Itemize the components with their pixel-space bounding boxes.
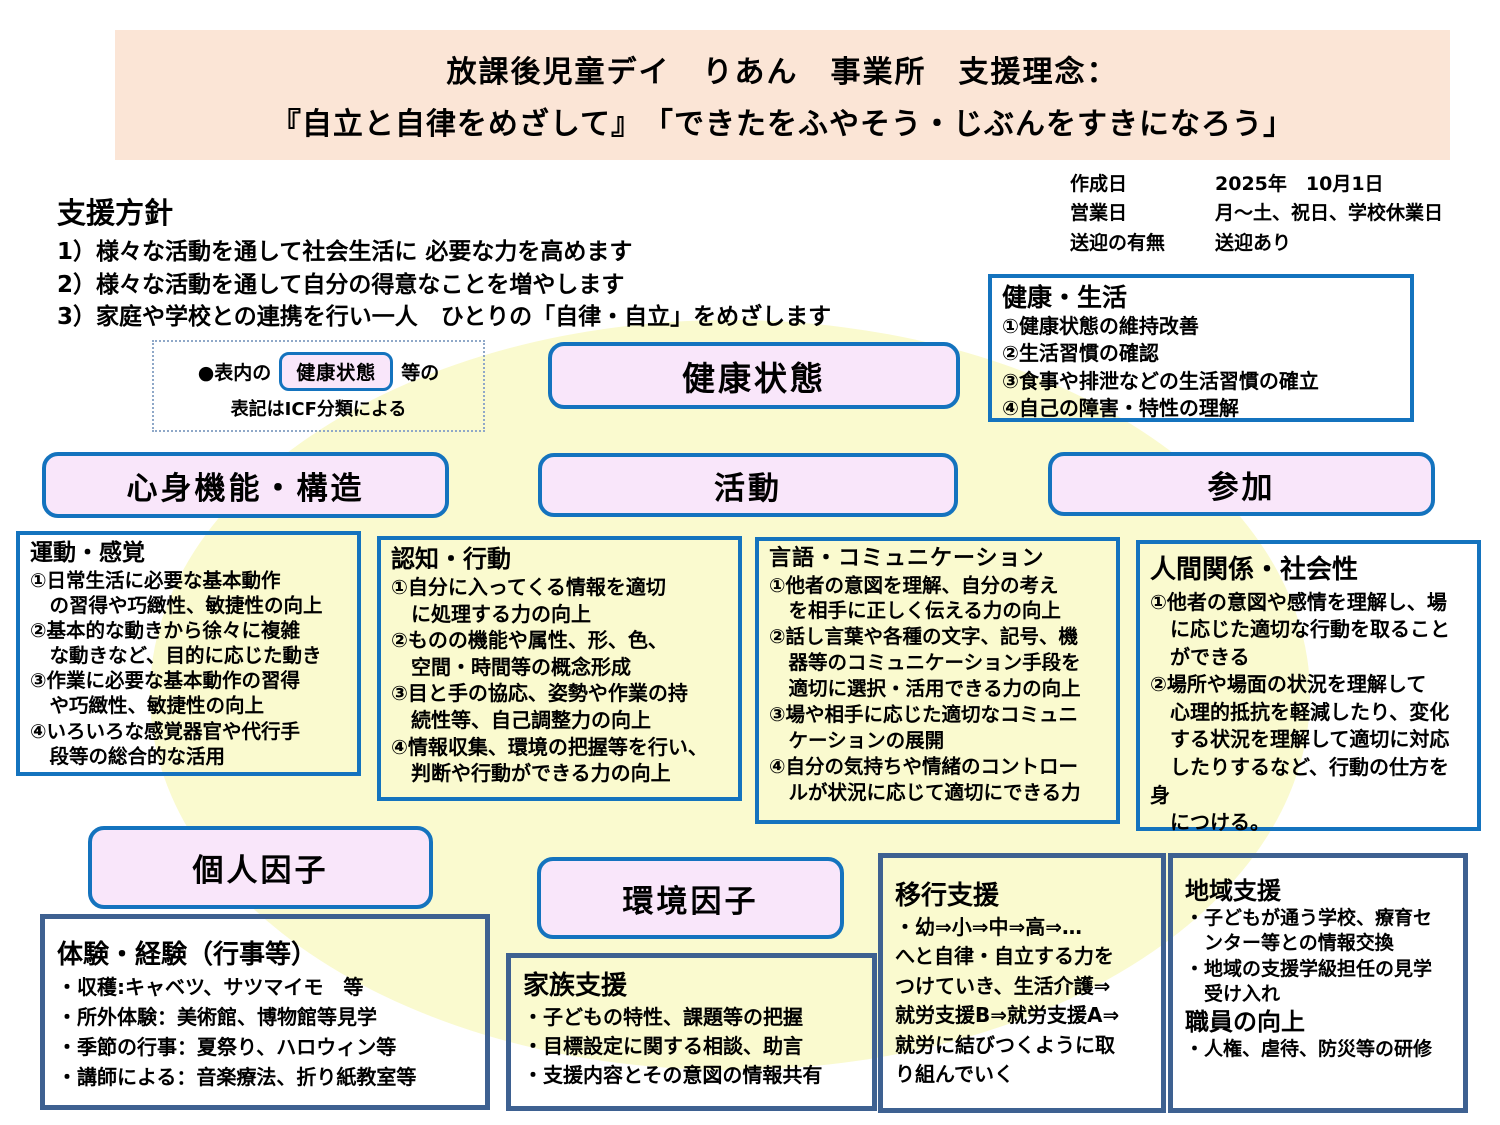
label-box-body-function: 心身機能・構造 [42,452,449,518]
language-communication-title: 言語・コミュニケーション [769,546,1045,571]
cognition-behavior-items: ①自分に入ってくる情報を適切 に処理する力の向上 ②ものの機能や属性、形、色、 … [391,575,708,786]
family-support-box: 家族支援 ・子どもの特性、課題等の把握 ・目標設定に関する相談、助言 ・支援内容… [506,953,877,1111]
community-support-items: ・子どもが通う学校、療育セ ンター等との情報交換 ・地域の支援学級担任の見学 受… [1185,907,1433,1005]
icf-note-prefix: ●表内の [197,361,272,384]
staff-improvement-items: ・人権、虐待、防災等の研修 [1185,1038,1433,1061]
support-policy-item-2: 2）様々な活動を通して自分の得意なことを増やします [57,271,625,298]
icf-note-line2: 表記はICF分類による [230,398,407,420]
family-support-items: ・子どもの特性、課題等の把握 ・目標設定に関する相談、助言 ・支援内容とその意図… [523,1004,823,1087]
transition-support-items: ・幼⇒小⇒中⇒高⇒… へと自律・自立する力を つけていき、生活介護⇒ 就労支援B… [895,914,1120,1087]
support-policy-section: 支援方針 1）様々な活動を通して社会生活に 必要な力を高めます 2）様々な活動を… [57,190,937,334]
family-support-title: 家族支援 [523,971,628,1001]
health-life-box: 健康・生活 ①健康状態の維持改善 ②生活習慣の確認 ③食事や排泄などの生活習慣の… [988,274,1414,422]
meta-row-business-days: 営業日 月～土、祝日、学校休業日 [1070,199,1490,228]
icf-note-box: ●表内の 健康状態 等の 表記はICF分類による [152,340,485,432]
health-life-title: 健康・生活 [1002,283,1128,312]
banner-title-line2: 『自立と自律をめざして』 「できたをふやそう・じぶんをすきになろう」 [270,107,1295,142]
label-box-participation: 参加 [1048,452,1435,516]
meta-value-created: 2025年 10月1日 [1215,173,1384,195]
health-life-items: ①健康状態の維持改善 ②生活習慣の確認 ③食事や排泄などの生活習慣の確立 ④自己… [1002,314,1319,420]
document-meta: 作成日 2025年 10月1日 営業日 月～土、祝日、学校休業日 送迎の有無 送… [1070,170,1490,258]
experience-events-box: 体験・経験（行事等） ・収穫:キャベツ、サツマイモ 等 ・所外体験：美術館、博物… [40,914,490,1110]
language-communication-box: 言語・コミュニケーション ①他者の意図を理解、自分の考え を相手に正しく伝える力… [755,537,1120,824]
health-state-pill: 健康状態 [279,351,394,391]
icf-note-suffix: 等の [401,361,440,384]
meta-value-pickup: 送迎あり [1215,231,1292,254]
human-relations-items: ①他者の意図や感情を理解し、場 に応じた適切な行動を取ること ができる ②場所や… [1150,589,1450,835]
community-support-box: 地域支援 ・子どもが通う学校、療育セ ンター等との情報交換 ・地域の支援学級担任… [1168,853,1468,1113]
meta-label-business-days: 営業日 [1070,202,1128,225]
label-box-activity: 活動 [538,453,958,517]
meta-row-pickup: 送迎の有無 送迎あり [1070,229,1490,258]
language-communication-items: ①他者の意図を理解、自分の考え を相手に正しく伝える力の向上 ②話し言葉や各種の… [769,573,1081,804]
support-policy-item-1: 1）様々な活動を通して社会生活に 必要な力を高めます [57,239,633,265]
transition-support-box: 移行支援 ・幼⇒小⇒中⇒高⇒… へと自律・自立する力を つけていき、生活介護⇒ … [878,853,1166,1113]
label-box-personal-factor: 個人因子 [88,826,433,909]
cognition-behavior-title: 認知・行動 [391,545,511,573]
human-relations-box: 人間関係・社会性 ①他者の意図や感情を理解し、場 に応じた適切な行動を取ること … [1136,540,1481,834]
cognition-behavior-box: 認知・行動 ①自分に入ってくる情報を適切 に処理する力の向上 ②ものの機能や属性… [377,536,742,801]
support-policy-item-3: 3）家庭や学校との連携を行い一人 ひとりの「自律・自立」をめざします [57,304,832,331]
experience-events-items: ・収穫:キャベツ、サツマイモ 等 ・所外体験：美術館、博物館等見学 ・季節の行事… [57,974,417,1089]
meta-row-created: 作成日 2025年 10月1日 [1070,170,1490,199]
motor-sensory-title: 運動・感覚 [30,540,145,566]
banner-title-line1: 放課後児童デイ りあん 事業所 支援理念： [446,55,1119,90]
meta-label-pickup: 送迎の有無 [1070,231,1166,254]
community-support-title: 地域支援 [1185,877,1281,905]
label-box-environment-factor: 環境因子 [537,857,844,939]
title-banner: 放課後児童デイ りあん 事業所 支援理念： 『自立と自律をめざして』 「できたを… [115,30,1450,160]
experience-events-title: 体験・経験（行事等） [57,940,318,970]
motor-sensory-items: ①日常生活に必要な基本動作 の習得や巧緻性、敏捷性の向上 ②基本的な動きから徐々… [30,568,323,768]
human-relations-title: 人間関係・社会性 [1150,555,1359,585]
icf-note-line1: ●表内の 健康状態 等の [197,351,440,391]
transition-support-title: 移行支援 [895,881,1000,911]
support-policy-title: 支援方針 [57,196,174,230]
meta-label-created: 作成日 [1070,173,1128,195]
motor-sensory-box: 運動・感覚 ①日常生活に必要な基本動作 の習得や巧緻性、敏捷性の向上 ②基本的な… [16,531,361,776]
staff-improvement-title: 職員の向上 [1185,1008,1305,1037]
label-box-health-state: 健康状態 [548,342,960,409]
meta-value-business-days: 月～土、祝日、学校休業日 [1215,202,1444,225]
